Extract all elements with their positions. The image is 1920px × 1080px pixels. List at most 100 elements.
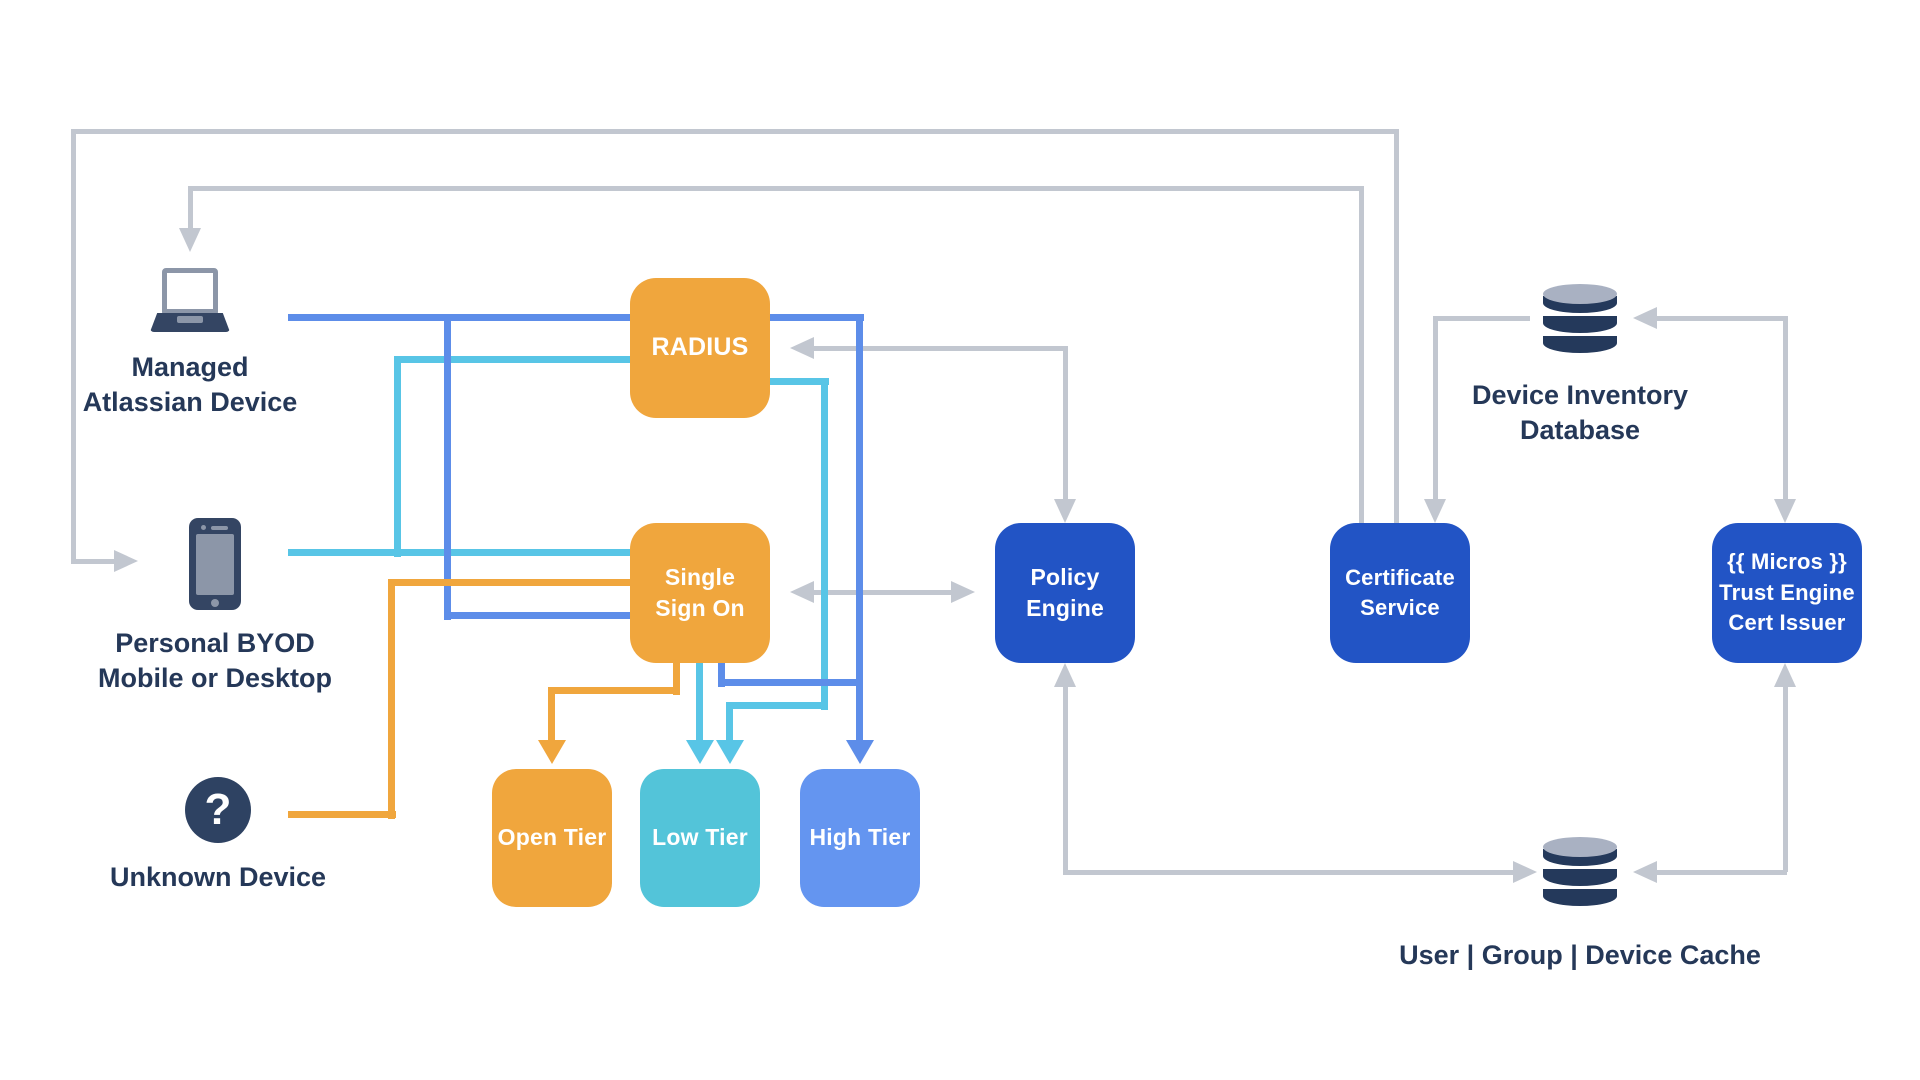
sso-label-line2: Sign On bbox=[655, 595, 745, 621]
edge-policy-cache-h bbox=[1063, 870, 1513, 875]
edge-byod-to-sso-h bbox=[288, 549, 630, 556]
phone-screen bbox=[196, 534, 234, 595]
laptop-base bbox=[150, 313, 230, 332]
edge-laptop-branch-v bbox=[444, 314, 451, 620]
laptop-screen bbox=[162, 268, 218, 314]
unknown-device-label: Unknown Device bbox=[58, 860, 378, 895]
device-inventory-label-line2: Database bbox=[1519, 415, 1641, 446]
node-high-tier: High Tier bbox=[800, 769, 920, 907]
question-mark-glyph: ? bbox=[204, 785, 232, 834]
edge-byod-branch-v bbox=[394, 356, 401, 557]
managed-device-label-line2: Atlassian Device bbox=[82, 387, 298, 418]
device-inventory-label: Device Inventory Database bbox=[1420, 378, 1740, 448]
db-band bbox=[1543, 889, 1617, 906]
edge-radius-to-lowtier-v1 bbox=[821, 378, 828, 710]
db-band bbox=[1543, 869, 1617, 886]
trust-label-line2: Trust Engine bbox=[1719, 579, 1855, 605]
arrowhead-to-radius bbox=[790, 337, 814, 359]
edge-cert-to-byod-right-v bbox=[1394, 129, 1399, 523]
edge-inventory-to-cert-v bbox=[1433, 316, 1438, 501]
edge-radius-policy-h bbox=[814, 346, 1068, 351]
edge-cache-trust-h bbox=[1657, 870, 1787, 875]
edge-sso-to-hightier-h bbox=[718, 679, 863, 686]
arrowhead-to-hightier bbox=[846, 740, 874, 764]
laptop-icon bbox=[150, 268, 230, 332]
edge-radius-to-hightier-h bbox=[770, 314, 864, 321]
byod-device-label: Personal BYOD Mobile or Desktop bbox=[55, 626, 375, 696]
edge-policy-cache-v bbox=[1063, 685, 1068, 874]
edge-trust-to-inventory-v bbox=[1783, 316, 1788, 501]
edge-unknown-h bbox=[288, 811, 396, 818]
low-tier-label: Low Tier bbox=[652, 824, 748, 851]
arrowhead-to-sso bbox=[790, 581, 814, 603]
edge-cert-to-byod-left-v bbox=[71, 129, 76, 563]
edge-cert-to-laptop-right-v bbox=[1359, 186, 1364, 523]
arrowhead-to-policy-left bbox=[951, 581, 975, 603]
edge-cache-trust-v bbox=[1783, 686, 1788, 872]
edge-inventory-to-cert-h bbox=[1433, 316, 1530, 321]
edge-unknown-to-sso-h bbox=[388, 579, 630, 586]
node-open-tier: Open Tier bbox=[492, 769, 612, 907]
arrowhead-to-inventory bbox=[1633, 307, 1657, 329]
edge-byod-to-radius-h bbox=[394, 356, 630, 363]
edge-radius-to-lowtier-h1 bbox=[770, 378, 829, 385]
edge-unknown-v bbox=[388, 579, 395, 819]
arrowhead-to-cache-left bbox=[1513, 861, 1537, 883]
edge-radius-to-hightier-v bbox=[856, 314, 863, 740]
arrowhead-to-policy-top bbox=[1054, 499, 1076, 523]
edge-laptop-to-radius-h bbox=[288, 314, 630, 321]
trust-label-line3: Cert Issuer bbox=[1728, 610, 1846, 636]
edge-radius-to-lowtier-h2 bbox=[726, 702, 828, 709]
arrowhead-to-policy-bottom bbox=[1054, 663, 1076, 687]
db-top-ellipse bbox=[1543, 284, 1617, 304]
phone-speaker-bar bbox=[211, 526, 228, 530]
laptop-trackpad bbox=[177, 316, 203, 323]
node-low-tier: Low Tier bbox=[640, 769, 760, 907]
edge-cert-to-laptop-left-v bbox=[188, 186, 193, 230]
edge-radius-to-lowtier-v2 bbox=[726, 702, 733, 740]
open-tier-label: Open Tier bbox=[497, 824, 607, 851]
edge-cert-to-laptop-top bbox=[188, 186, 1364, 191]
edge-sso-policy-h bbox=[814, 590, 951, 595]
byod-device-label-line2: Mobile or Desktop bbox=[97, 663, 333, 694]
edge-sso-to-opentier-v1 bbox=[673, 663, 680, 695]
high-tier-label: High Tier bbox=[809, 824, 911, 851]
edge-laptop-to-sso-h bbox=[444, 612, 630, 619]
node-policy-engine: Policy Engine bbox=[995, 523, 1135, 663]
edge-sso-to-opentier-v2 bbox=[548, 687, 555, 740]
policy-label-line1: Policy bbox=[1030, 563, 1100, 590]
edge-sso-to-hightier-v bbox=[718, 663, 725, 687]
node-trust-engine: {{ Micros }} Trust Engine Cert Issuer bbox=[1712, 523, 1862, 663]
arrowhead-to-laptop bbox=[179, 228, 201, 252]
cache-label-text: User | Group | Device Cache bbox=[1399, 940, 1761, 970]
arrowhead-to-trust-bottom bbox=[1774, 663, 1796, 687]
node-certificate-service: Certificate Service bbox=[1330, 523, 1470, 663]
edge-sso-to-lowtier-v bbox=[696, 663, 703, 740]
edge-sso-to-opentier-h bbox=[548, 687, 680, 694]
edge-cert-to-byod-bottom-h bbox=[71, 559, 114, 564]
device-inventory-database-icon bbox=[1543, 284, 1617, 354]
smartphone-icon bbox=[189, 518, 241, 610]
unknown-device-label-text: Unknown Device bbox=[109, 862, 327, 892]
arrowhead-sso-to-lowtier bbox=[686, 740, 714, 764]
edge-radius-policy-v bbox=[1063, 346, 1068, 501]
db-band bbox=[1543, 336, 1617, 353]
edge-trust-to-inventory-h bbox=[1657, 316, 1787, 321]
managed-device-label-line1: Managed bbox=[131, 352, 249, 382]
arrowhead-to-cache-right bbox=[1633, 861, 1657, 883]
phone-camera-dot bbox=[201, 525, 206, 530]
sso-label-line1: Single bbox=[664, 563, 736, 590]
cert-label-line1: Certificate bbox=[1345, 565, 1455, 591]
arrowhead-to-byod bbox=[114, 550, 138, 572]
db-band bbox=[1543, 316, 1617, 333]
phone-home-button bbox=[211, 599, 219, 607]
cert-label-line2: Service bbox=[1360, 595, 1440, 620]
arrowhead-to-trust-top bbox=[1774, 499, 1796, 523]
question-mark-icon: ? bbox=[185, 777, 251, 843]
user-group-device-cache-icon bbox=[1543, 837, 1617, 907]
trust-label-line1: {{ Micros }} bbox=[1727, 548, 1847, 574]
db-top-ellipse bbox=[1543, 837, 1617, 857]
policy-label-line2: Engine bbox=[1026, 595, 1104, 621]
arrowhead-radius-to-lowtier bbox=[716, 740, 744, 764]
